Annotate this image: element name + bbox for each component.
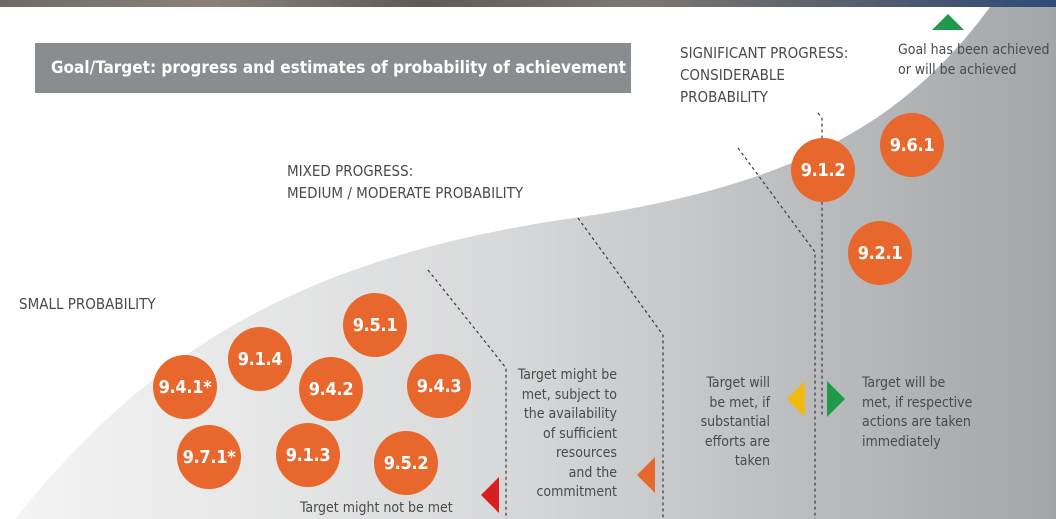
target-circle: 9.1.2 — [791, 138, 855, 202]
legend-not-met: Target might not be met — [300, 500, 453, 516]
target-circle: 9.5.1 — [343, 293, 407, 357]
target-circle: 9.1.4 — [228, 327, 292, 391]
triangle-left-orange-icon — [637, 457, 655, 493]
zone-label-significant: SIGNIFICANT PROGRESS: CONSIDERABLE PROBA… — [680, 44, 849, 106]
target-circle: 9.4.3 — [407, 354, 471, 418]
zone-label-mixed: MIXED PROGRESS: MEDIUM / MODERATE PROBAB… — [287, 162, 524, 202]
top-photo-strip — [0, 0, 1056, 7]
target-circle: 9.5.2 — [374, 431, 438, 495]
target-circle: 9.1.3 — [276, 423, 340, 487]
triangle-left-red-icon — [481, 477, 499, 513]
legend-immediate: Target will be met, if respective action… — [862, 375, 973, 450]
target-circle: 9.2.1 — [848, 221, 912, 285]
target-circle: 9.4.2 — [299, 357, 363, 421]
chart-title-banner: Goal/Target: progress and estimates of p… — [35, 43, 631, 93]
triangle-up-green-icon — [932, 14, 964, 30]
legend-resources: Target might be met, subject to the avai… — [517, 367, 617, 500]
legend-achieved: Goal has been achieved or will be achiev… — [898, 42, 1050, 78]
triangle-right-green-icon — [827, 381, 845, 417]
divider-4 — [817, 112, 823, 415]
divider-3 — [737, 147, 816, 519]
target-circle: 9.6.1 — [880, 113, 944, 177]
target-circle: 9.4.1* — [153, 355, 217, 419]
divider-2 — [577, 217, 664, 519]
legend-substantial: Target will be met, if substantial effor… — [700, 375, 770, 469]
zone-label-small: SMALL PROBABILITY — [19, 295, 156, 313]
triangle-left-yellow-icon — [787, 381, 805, 417]
target-circle: 9.7.1* — [177, 425, 241, 489]
